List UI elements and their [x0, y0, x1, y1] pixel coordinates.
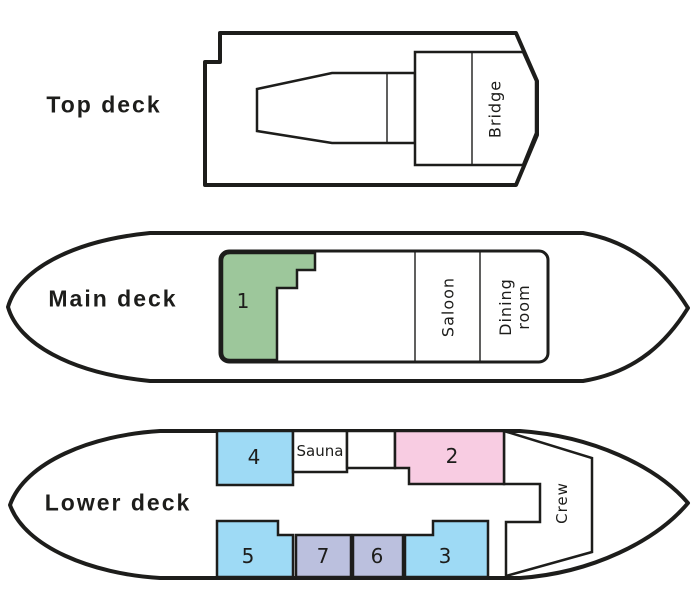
cabin-2-shape	[393, 429, 506, 486]
cabin-4-label: 4	[247, 445, 261, 469]
top-deck-group	[203, 31, 539, 187]
top-deck-funnel-room	[255, 71, 417, 145]
bridge-block	[413, 50, 538, 167]
crew-label: Crew	[553, 482, 571, 524]
sauna-label: Sauna	[296, 442, 344, 460]
cabin-5-label: 5	[241, 544, 255, 568]
dining-room-label: Dining room	[496, 278, 533, 336]
saloon-label: Saloon	[438, 276, 458, 338]
lower-deck-label: Lower deck	[44, 489, 192, 516]
cabin-5-shape	[215, 519, 295, 579]
utility-room-shape	[345, 429, 397, 470]
main-deck-group	[6, 231, 690, 383]
cabin-6-shape	[351, 533, 405, 579]
cabin-6-label: 6	[370, 544, 384, 568]
top-deck-label: Top deck	[46, 91, 162, 118]
cabin-2-label: 2	[445, 444, 459, 468]
sauna-shape	[291, 429, 349, 474]
cabin-1-shape	[220, 251, 317, 362]
cabin-7-label: 7	[316, 544, 330, 568]
cabin-3-shape	[403, 519, 490, 579]
bridge-label: Bridge	[485, 79, 505, 139]
dining-room-label-line1: Dining	[496, 278, 516, 336]
main-deck-label: Main deck	[48, 285, 178, 312]
cabin-1-label: 1	[236, 289, 250, 313]
cabin-7-shape	[294, 533, 353, 579]
crew-area-shape	[502, 429, 594, 578]
lower-deck-group	[8, 429, 690, 580]
cabin-3-label: 3	[438, 544, 452, 568]
dining-room-label-line2: room	[514, 284, 533, 330]
main-deck-structure	[218, 249, 550, 364]
